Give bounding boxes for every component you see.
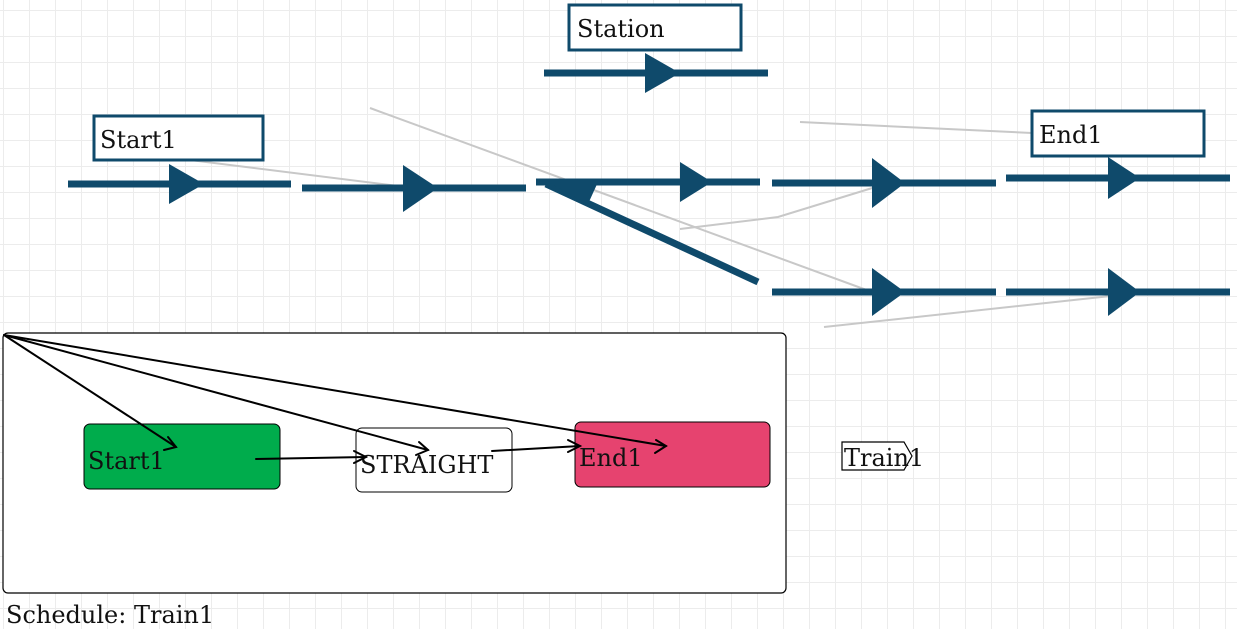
- track-segments: [68, 69, 1230, 296]
- schedule-node-straight-label: STRAIGHT: [360, 451, 493, 479]
- ghost-line: [799, 121, 1033, 134]
- schedule-edges: [3, 334, 668, 464]
- schedule-node-start[interactable]: Start1: [83, 423, 281, 490]
- train-tag[interactable]: Train1: [841, 441, 924, 472]
- direction-arrow-icon: [680, 162, 712, 202]
- direction-arrow-icon: [169, 164, 204, 204]
- direction-arrows: [169, 53, 1140, 316]
- schedule-node-end[interactable]: End1: [574, 421, 771, 488]
- schedule-edge: [3, 334, 429, 451]
- start-label-box[interactable]: Start1: [92, 114, 265, 162]
- direction-arrow-icon: [548, 182, 598, 204]
- start-label: Start1: [100, 126, 177, 154]
- schedule-node-start-label: Start1: [88, 447, 165, 475]
- direction-arrow-icon: [872, 268, 905, 316]
- schedule-caption: Schedule: Train1: [6, 601, 214, 629]
- schedule-edge: [255, 456, 367, 460]
- arrowhead-icon: [567, 439, 583, 453]
- ghost-line: [679, 184, 883, 230]
- schedule-node-straight[interactable]: STRAIGHT: [355, 427, 513, 493]
- direction-arrow-icon: [1108, 157, 1140, 199]
- arrowhead-icon: [163, 436, 178, 451]
- station-label-box[interactable]: Station: [567, 3, 743, 52]
- schedule-panel: Start1 STRAIGHT End1: [2, 332, 787, 594]
- schedule-edge: [3, 334, 667, 447]
- end-label: End1: [1039, 121, 1103, 149]
- direction-arrow-icon: [645, 53, 680, 93]
- schedule-edge: [491, 445, 581, 452]
- arrowhead-icon: [654, 439, 668, 454]
- station-label: Station: [577, 15, 665, 43]
- track-segment-diverging[interactable]: [544, 180, 760, 286]
- direction-arrow-icon: [872, 158, 905, 208]
- end-label-box[interactable]: End1: [1030, 109, 1206, 158]
- schedule-node-end-label: End1: [579, 444, 643, 472]
- arrowhead-icon: [353, 450, 369, 464]
- direction-arrow-icon: [1108, 268, 1140, 316]
- schedule-edge: [3, 334, 177, 448]
- ghost-line: [369, 107, 873, 293]
- train-label: Train1: [844, 444, 924, 472]
- direction-arrow-icon: [403, 165, 438, 212]
- arrowhead-icon: [415, 441, 430, 456]
- train-tag-shape: [841, 441, 913, 471]
- ghost-line: [823, 294, 1121, 328]
